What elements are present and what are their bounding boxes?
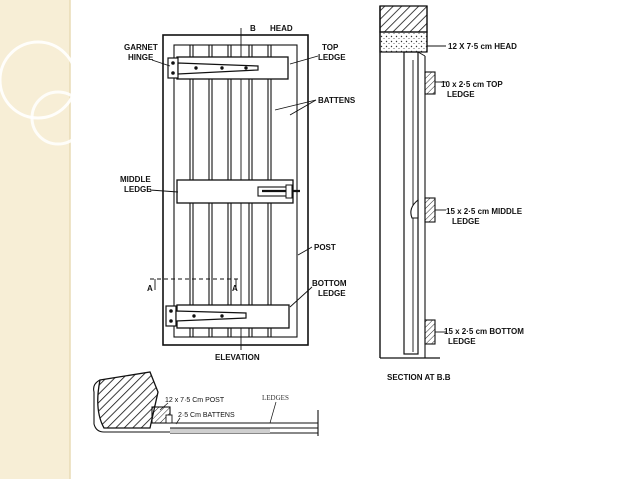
plan-ledges-label: LEDGES <box>262 394 289 402</box>
section-top-ledge <box>424 71 436 95</box>
section-middle-ledge-label-1: 15 x 2·5 cm MIDDLE <box>446 207 523 216</box>
a-mark-left: A <box>147 284 153 293</box>
door-elevation <box>149 28 319 350</box>
section-middle-ledge-label-2: LEDGE <box>452 217 480 226</box>
bottom-garnet-hinge <box>165 305 247 327</box>
plan-post-label: 12 x 7·5 Cm POST <box>165 397 225 404</box>
section-bottom-ledge <box>424 319 436 345</box>
section-bolt <box>410 198 419 219</box>
section-bottom-ledge-label-2: LEDGE <box>448 337 476 346</box>
section-line-a <box>150 278 240 290</box>
plan-battens-label: 2·5 Cm BATTENS <box>178 412 235 419</box>
section-leaders <box>427 45 446 333</box>
top-ledge-label-2: LEDGE <box>318 53 346 62</box>
decor-circle-large <box>0 40 78 120</box>
section-title: SECTION AT B.B <box>387 373 451 382</box>
section-labels: 12 X 7·5 cm HEAD 10 x 2·5 cm TOP LEDGE 1… <box>387 42 524 382</box>
post-label: POST <box>314 243 336 252</box>
a-mark-right: A <box>232 284 238 293</box>
head-block-plaster <box>379 31 428 53</box>
section-top-ledge-label-2: LEDGE <box>447 90 475 99</box>
section-bb <box>379 5 446 359</box>
decor-circle-small <box>30 90 86 146</box>
plan-labels: 12 x 7·5 Cm POST LEDGES 2·5 Cm BATTENS <box>165 394 289 419</box>
plan-section-aa <box>93 371 319 436</box>
top-garnet-hinge <box>167 57 259 79</box>
middle-ledge-label-1: MIDDLE <box>120 175 151 184</box>
section-head-label: 12 X 7·5 cm HEAD <box>448 42 517 51</box>
section-middle-ledge <box>424 197 436 223</box>
garnet-hinge-label-2: HINGE <box>128 53 154 62</box>
head-block-hatched <box>379 5 428 33</box>
elevation-leaders <box>149 55 319 308</box>
head-label: HEAD <box>270 24 293 33</box>
middle-ledge-label-2: LEDGE <box>124 185 152 194</box>
top-ledge-label-1: TOP <box>322 43 339 52</box>
section-top-ledge-label-1: 10 x 2·5 cm TOP <box>441 80 503 89</box>
elevation-b-mark: B <box>250 24 256 33</box>
section-bottom-ledge-label-1: 15 x 2·5 cm BOTTOM <box>444 327 524 336</box>
bottom-ledge-label-1: BOTTOM <box>312 279 347 288</box>
sidebar-decoration <box>0 0 86 479</box>
plan-wall-hatched <box>97 371 159 429</box>
tower-bolt <box>257 184 300 199</box>
door-frame-outer <box>162 34 309 346</box>
bottom-ledge-label-2: LEDGE <box>318 289 346 298</box>
elevation-title: ELEVATION <box>215 353 260 362</box>
elevation-labels: B HEAD GARNET HINGE TOP LEDGE BATTENS MI… <box>120 24 356 362</box>
plan-batten-strip <box>170 428 270 433</box>
battens-label: BATTENS <box>318 96 356 105</box>
garnet-hinge-label-1: GARNET <box>124 43 158 52</box>
plan-leaders <box>159 401 277 425</box>
